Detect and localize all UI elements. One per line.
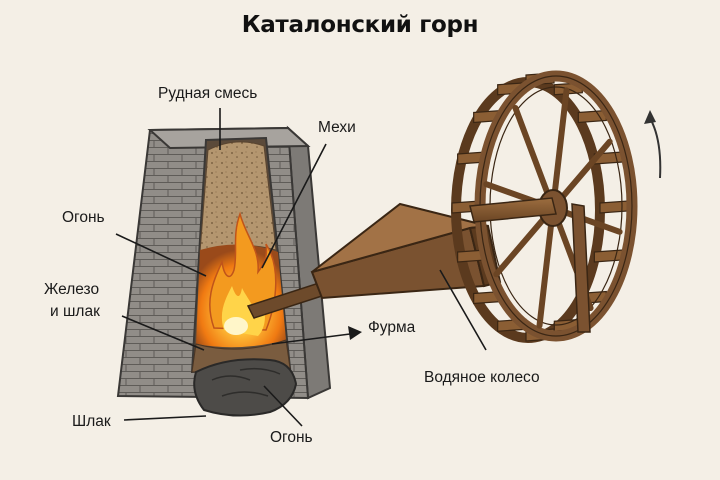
wheel-paddle	[593, 249, 623, 263]
wheel-support	[571, 203, 591, 333]
leader-fire-upper	[115, 233, 207, 277]
wheel-paddle	[599, 200, 629, 214]
label-iron-slag-2: и шлак	[50, 303, 100, 320]
leader-bellows	[261, 143, 327, 269]
tuyere-arrowhead-icon	[348, 326, 362, 340]
label-ore-mix: Рудная смесь	[158, 85, 258, 102]
label-bellows: Мехи	[318, 119, 356, 136]
rotation-arrowhead-icon	[644, 110, 656, 124]
flame-core	[224, 317, 248, 335]
water-wheel	[451, 70, 662, 343]
leader-tuyere	[271, 333, 351, 345]
leader-slag	[123, 415, 207, 421]
label-fire-lower: Огонь	[270, 429, 313, 446]
leader-fire-lower	[263, 385, 303, 427]
slag-heap	[193, 358, 298, 417]
rotation-arrow	[649, 117, 662, 179]
diagram-title: Каталонский горн	[241, 12, 479, 38]
wheel-spoke	[536, 205, 556, 329]
leader-iron-slag	[121, 315, 205, 351]
leader-lines	[115, 108, 487, 427]
slag-texture	[211, 367, 281, 397]
wheel-paddle	[577, 109, 607, 124]
wheel-spoke	[550, 87, 570, 211]
label-slag: Шлак	[72, 413, 111, 430]
label-water-wheel: Водяное колесо	[424, 369, 540, 386]
wheel-axle	[469, 197, 557, 223]
furnace	[116, 125, 332, 417]
furnace-top-rim	[147, 126, 311, 150]
label-iron-slag-1: Железо	[44, 281, 100, 298]
label-tuyere: Фурма	[368, 319, 416, 336]
leader-water-wheel	[439, 269, 487, 351]
label-fire-upper: Огонь	[62, 209, 105, 226]
